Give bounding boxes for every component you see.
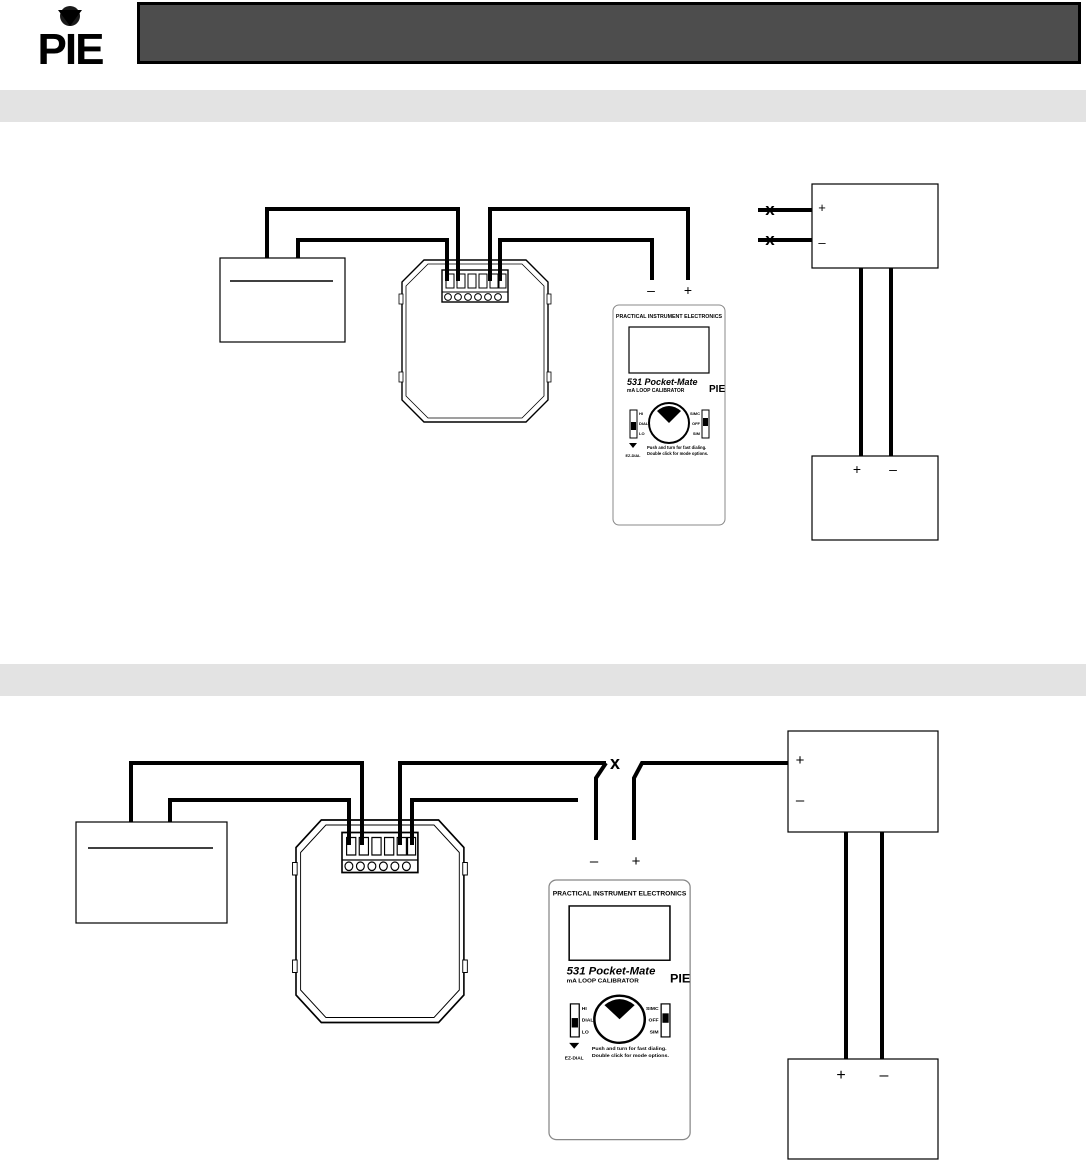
calibrator-1 (612, 304, 727, 526)
wires-2 (129, 761, 884, 1060)
pie-logo: PIE (38, 6, 105, 68)
cal-minus-1: – (647, 282, 655, 298)
cal-plus-1: + (684, 282, 692, 298)
receiver-box-2 (787, 1058, 939, 1160)
break-mark-1b: x (765, 230, 775, 249)
sensor-box-1 (219, 257, 346, 343)
receiver-minus-2: – (880, 1067, 889, 1084)
diagram-1: – + + – x x + – (219, 183, 939, 541)
supply-plus-1: + (818, 200, 826, 215)
logo-text: PIE (38, 25, 104, 68)
transmitter-1 (398, 259, 552, 423)
section-band-1 (0, 90, 1086, 122)
cal-minus-2: – (590, 853, 599, 870)
break-mark-2: x (610, 753, 620, 773)
header-bar (137, 2, 1081, 64)
wires-1 (265, 207, 893, 458)
receiver-minus-1: – (889, 461, 897, 477)
sensor-box-2 (75, 821, 228, 924)
power-supply-box-1 (811, 183, 939, 269)
receiver-plus-1: + (853, 461, 861, 477)
transmitter-2 (291, 819, 469, 1024)
supply-minus-1: – (818, 235, 826, 250)
section-band-2 (0, 664, 1086, 696)
logo-circle-icon (60, 6, 80, 26)
calibrator-2 (547, 878, 692, 1141)
receiver-box-1 (811, 455, 939, 541)
diagram-2: x – + + – + – (75, 730, 939, 1160)
power-supply-box-2 (787, 730, 939, 833)
receiver-plus-2: + (836, 1067, 845, 1084)
cal-plus-2: + (632, 853, 641, 870)
supply-minus-2: – (796, 792, 805, 809)
supply-plus-2: + (796, 752, 805, 769)
break-mark-1a: x (765, 200, 775, 219)
